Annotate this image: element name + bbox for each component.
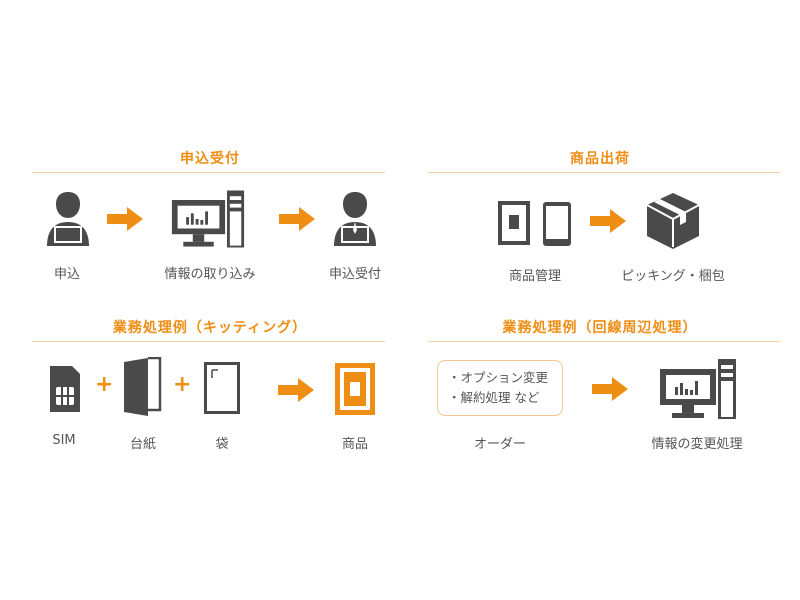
label-application: 申込	[53, 267, 80, 282]
divider	[428, 172, 780, 173]
smartphone-icon	[543, 202, 571, 246]
sim-card-icon	[50, 366, 80, 412]
operator-person-icon	[332, 190, 378, 246]
label-mount: 台紙	[129, 437, 156, 452]
order-box: ・オプション変更 ・解約処理 など	[437, 360, 563, 416]
arrow-right-icon	[592, 377, 628, 401]
label-order: オーダー	[473, 437, 526, 452]
plus-icon: +	[173, 372, 192, 397]
arrow-right-icon	[590, 209, 626, 233]
section-title-shipping: 商品出荷	[570, 151, 630, 167]
label-data-change: 情報の変更処理	[651, 437, 743, 452]
mount-card-icon	[124, 357, 162, 416]
label-application-received: 申込受付	[328, 267, 381, 282]
arrow-right-icon	[279, 207, 315, 231]
order-item: ・オプション変更	[448, 370, 549, 385]
divider	[32, 172, 385, 173]
label-data-import: 情報の取り込み	[164, 267, 256, 282]
product-package-icon	[335, 363, 375, 415]
label-product-management: 商品管理	[508, 269, 561, 284]
plus-icon: +	[95, 372, 114, 397]
tablet-icon	[498, 201, 530, 245]
section-title-kitting: 業務処理例（キッティング）	[112, 320, 308, 336]
label-sim: SIM	[52, 433, 76, 448]
label-product: 商品	[341, 437, 368, 452]
bag-icon	[204, 362, 240, 414]
divider	[428, 341, 780, 342]
applicant-person-icon	[45, 190, 91, 246]
section-title-application: 申込受付	[180, 151, 240, 167]
computer-icon	[657, 357, 739, 421]
computer-icon	[170, 188, 246, 250]
arrow-right-icon	[278, 378, 314, 402]
arrow-right-icon	[107, 207, 143, 231]
label-bag: 袋	[215, 437, 229, 452]
section-title-line-processing: 業務処理例（回線周辺処理）	[502, 320, 698, 336]
label-picking-packing: ピッキング・梱包	[621, 269, 725, 284]
package-box-icon	[646, 193, 700, 249]
divider	[32, 341, 385, 342]
order-item: ・解約処理 など	[448, 390, 540, 405]
